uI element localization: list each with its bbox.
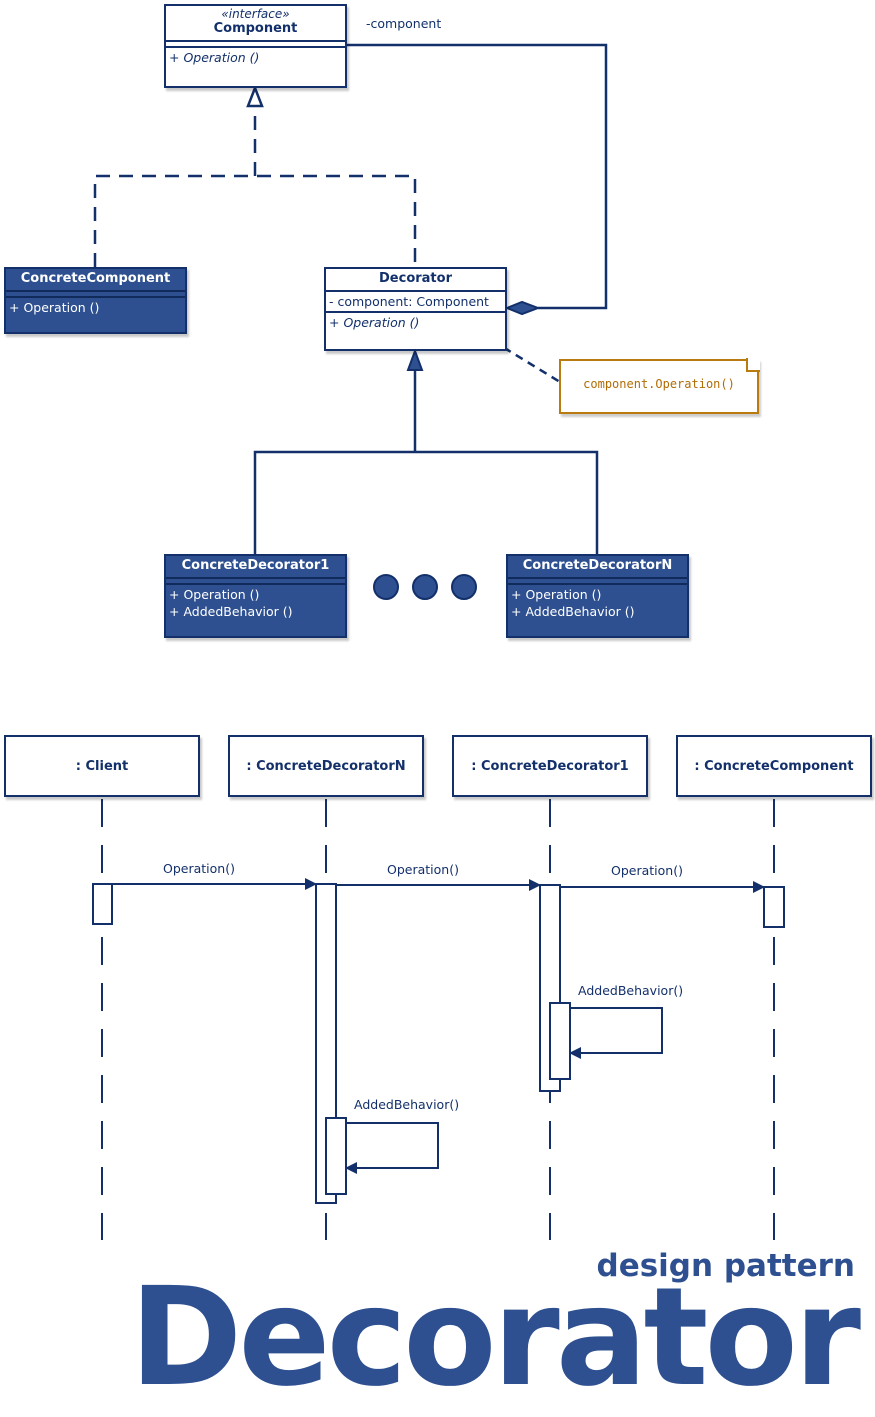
concrete-component-attributes bbox=[6, 290, 185, 296]
component-class-name: Component bbox=[213, 21, 298, 36]
component-operation: + Operation () bbox=[169, 50, 260, 65]
ellipsis-dot bbox=[451, 574, 477, 600]
message-added-behavior-decorator-n: AddedBehavior() bbox=[354, 1097, 460, 1112]
lifeline-dashes bbox=[101, 799, 775, 1240]
concrete-decorator-1-attributes bbox=[166, 577, 345, 583]
concrete-decorator-1-class: ConcreteDecorator1 + Operation () + Adde… bbox=[164, 554, 347, 638]
concrete-decorator-1-operations: + Operation () + AddedBehavior () bbox=[166, 583, 345, 621]
lifeline-concrete-component: : ConcreteComponent bbox=[676, 735, 872, 797]
component-operations: + Operation () bbox=[166, 46, 345, 67]
component-class-header: «interface» Component bbox=[166, 6, 345, 40]
activation-bars bbox=[92, 883, 785, 1204]
decorator-attribute: - component: Component bbox=[329, 294, 489, 309]
note-text: component.Operation() bbox=[583, 377, 735, 391]
concrete-component-class-name: ConcreteComponent bbox=[20, 271, 171, 286]
concrete-decorator-n-operation: + Operation () bbox=[511, 587, 602, 602]
generalization-connector bbox=[253, 370, 599, 554]
message-operation-decorator-n-to-decorator-1: Operation() bbox=[387, 862, 459, 877]
concrete-decorator-n-operations: + Operation () + AddedBehavior () bbox=[508, 583, 687, 621]
message-operation-client-to-decorator-n: Operation() bbox=[163, 861, 235, 876]
decorator-class-name: Decorator bbox=[379, 271, 452, 286]
lifeline-concrete-decorator-1: : ConcreteDecorator1 bbox=[452, 735, 648, 797]
concrete-decorator-n-attributes bbox=[508, 577, 687, 583]
concrete-decorator-n-class: ConcreteDecoratorN + Operation () + Adde… bbox=[506, 554, 689, 638]
concrete-decorator-1-added-behavior: + AddedBehavior () bbox=[169, 604, 293, 619]
lifeline-concrete-decorator-n: : ConcreteDecoratorN bbox=[228, 735, 424, 797]
concrete-component-operations: + Operation () bbox=[6, 296, 185, 317]
lifeline-client: : Client bbox=[4, 735, 200, 797]
decorator-operation: + Operation () bbox=[329, 315, 420, 330]
concrete-decorator-n-added-behavior: + AddedBehavior () bbox=[511, 604, 635, 619]
concrete-decorator-1-operation: + Operation () bbox=[169, 587, 260, 602]
generalization-arrowhead bbox=[406, 348, 424, 371]
concrete-component-class: ConcreteComponent + Operation () bbox=[4, 267, 187, 334]
component-stereotype: «interface» bbox=[221, 7, 290, 21]
realization-connector bbox=[93, 106, 417, 267]
aggregation-diamond bbox=[504, 300, 541, 316]
page-title: Decorator bbox=[129, 1259, 861, 1417]
concrete-component-operation: + Operation () bbox=[9, 300, 100, 315]
message-arrows bbox=[112, 878, 765, 1174]
concrete-decorator-n-class-name: ConcreteDecoratorN bbox=[522, 558, 673, 573]
decorator-class: Decorator - component: Component + Opera… bbox=[324, 267, 507, 351]
message-operation-decorator-1-to-component: Operation() bbox=[611, 863, 683, 878]
component-attributes bbox=[166, 40, 345, 46]
concrete-decorator-1-class-name: ConcreteDecorator1 bbox=[181, 558, 330, 573]
decorator-operations: + Operation () bbox=[326, 311, 505, 332]
ellipsis-dot bbox=[373, 574, 399, 600]
message-added-behavior-decorator-1: AddedBehavior() bbox=[578, 983, 684, 998]
aggregation-connector bbox=[347, 43, 608, 310]
note-folded-corner bbox=[746, 358, 760, 372]
subtitle: design pattern bbox=[596, 1248, 855, 1284]
decorator-attributes: - component: Component bbox=[326, 290, 505, 311]
realization-arrowhead bbox=[246, 84, 264, 108]
component-interface-class: «interface» Component + Operation () bbox=[164, 4, 347, 88]
component-role-label: -component bbox=[366, 16, 442, 31]
implementation-note: component.Operation() bbox=[559, 358, 760, 414]
ellipsis-dot bbox=[412, 574, 438, 600]
